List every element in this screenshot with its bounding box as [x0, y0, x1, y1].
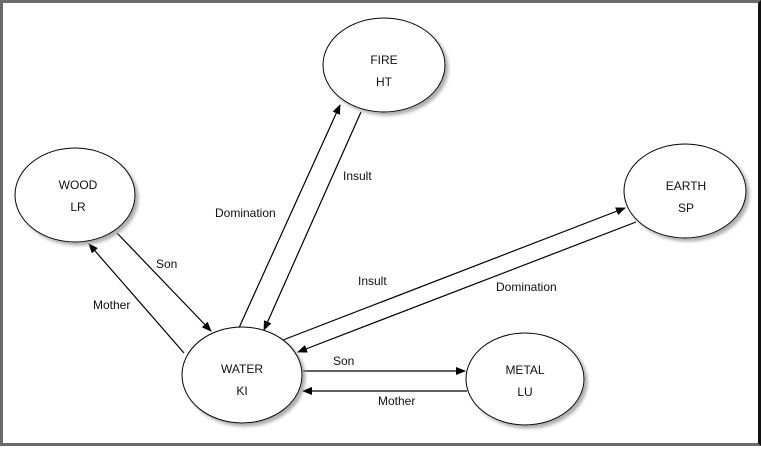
- node-wood: WOOD LR: [14, 147, 136, 243]
- label-mother-wood: Mother: [93, 298, 130, 312]
- label-son-metal: Son: [333, 354, 354, 368]
- node-water: WATER KI: [181, 326, 303, 424]
- label-insult-earth: Insult: [358, 274, 387, 288]
- edge-water-earth-insult: [282, 207, 626, 341]
- label-domination-fire: Domination: [215, 206, 276, 220]
- label-mother-metal: Mother: [378, 394, 415, 408]
- edge-water-fire-domination: [237, 104, 341, 331]
- edge-wood-water-son: [116, 232, 212, 332]
- node-fire-organ: HT: [376, 75, 393, 89]
- label-son-wood: Son: [156, 257, 177, 271]
- node-metal: METAL LU: [465, 332, 585, 426]
- node-earth-organ: SP: [678, 201, 694, 215]
- node-water-element: WATER: [221, 362, 263, 376]
- node-earth-element: EARTH: [666, 179, 706, 193]
- edges: [88, 104, 637, 395]
- edge-earth-water-domination: [297, 221, 637, 353]
- node-wood-element: WOOD: [59, 178, 98, 192]
- node-metal-organ: LU: [517, 385, 532, 399]
- node-fire-element: FIRE: [370, 53, 397, 67]
- five-elements-diagram: Domination Insult Son Mother Insult Domi…: [14, 17, 747, 426]
- node-water-organ: KI: [236, 384, 247, 398]
- node-metal-element: METAL: [505, 363, 544, 377]
- label-insult-fire: Insult: [343, 169, 372, 183]
- label-domination-earth: Domination: [496, 280, 557, 294]
- edge-water-wood-mother: [88, 243, 185, 354]
- node-wood-organ: LR: [70, 200, 86, 214]
- edge-fire-water-insult: [263, 111, 362, 331]
- node-fire: FIRE HT: [322, 17, 446, 113]
- edge-labels: Domination Insult Son Mother Insult Domi…: [93, 169, 557, 408]
- node-earth: EARTH SP: [623, 143, 747, 239]
